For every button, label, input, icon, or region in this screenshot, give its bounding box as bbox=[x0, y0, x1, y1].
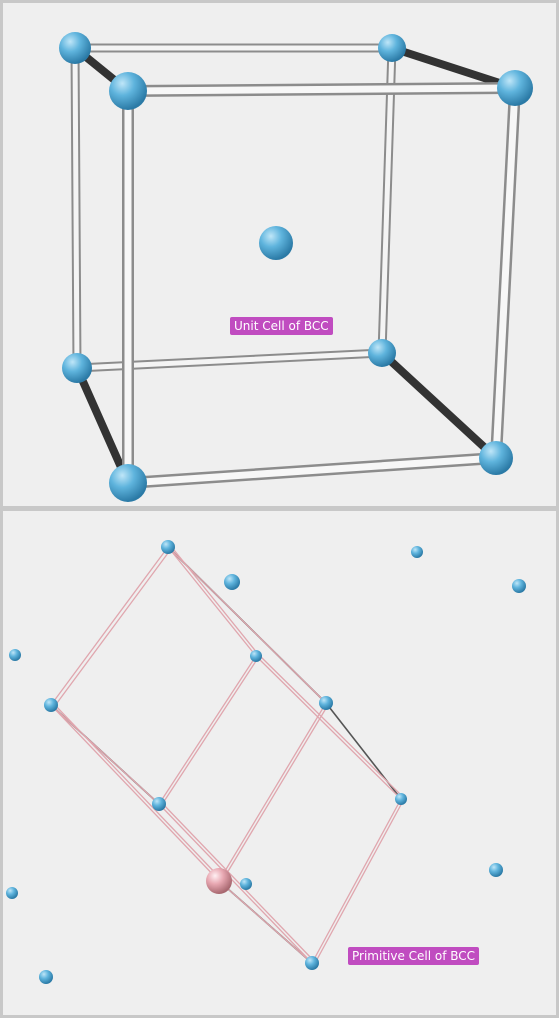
cell-edge bbox=[50, 704, 220, 882]
atom-front-bottom-left[interactable] bbox=[109, 464, 147, 502]
lattice-atom[interactable] bbox=[224, 574, 240, 590]
cell-edge bbox=[255, 655, 402, 800]
atom-front-top-left[interactable] bbox=[109, 72, 147, 110]
cell-atom-left[interactable] bbox=[44, 698, 58, 712]
cell-atom-top[interactable] bbox=[161, 540, 175, 554]
cell-edge bbox=[158, 655, 257, 805]
atom-back-top-right[interactable] bbox=[378, 34, 406, 62]
primitive-cell-diagram bbox=[6, 540, 526, 984]
atom-front-bottom-right[interactable] bbox=[479, 441, 513, 475]
cell-edge bbox=[218, 702, 327, 882]
atom-back-top-left[interactable] bbox=[59, 32, 91, 64]
lattice-atom[interactable] bbox=[9, 649, 21, 661]
atom-back-bottom-right[interactable] bbox=[368, 339, 396, 367]
cell-atom-center-back[interactable] bbox=[250, 650, 262, 662]
origin-atom[interactable] bbox=[206, 868, 232, 894]
lattice-atom[interactable] bbox=[411, 546, 423, 558]
cell-edge bbox=[50, 704, 160, 805]
cell-edge bbox=[167, 546, 327, 704]
unit-cell-diagram bbox=[59, 32, 533, 502]
cell-edge bbox=[218, 880, 313, 964]
cell-edge bbox=[50, 546, 169, 706]
cell-atom-bottom[interactable] bbox=[305, 956, 319, 970]
primitive-cell-panel[interactable]: Primitive Cell of BCC bbox=[3, 511, 556, 1015]
unit-cell-label: Unit Cell of BCC bbox=[230, 317, 333, 335]
bond-dark-top-right bbox=[388, 44, 519, 92]
lattice-atom[interactable] bbox=[39, 970, 53, 984]
cell-atom-near-origin[interactable] bbox=[240, 878, 252, 890]
atom-back-bottom-left[interactable] bbox=[62, 353, 92, 383]
cell-edge bbox=[158, 803, 313, 964]
primitive-cell-label: Primitive Cell of BCC bbox=[348, 947, 480, 965]
bond-dark-bottom-left bbox=[73, 364, 132, 487]
atom-front-top-right[interactable] bbox=[497, 70, 533, 106]
lattice-atom[interactable] bbox=[512, 579, 526, 593]
lattice-atom[interactable] bbox=[489, 863, 503, 877]
cell-atom-inner[interactable] bbox=[152, 797, 166, 811]
cell-atom-right[interactable] bbox=[395, 793, 407, 805]
cell-edge bbox=[311, 798, 402, 964]
atom-body-center[interactable] bbox=[259, 226, 293, 260]
cell-edge bbox=[167, 546, 257, 657]
lattice-atom[interactable] bbox=[6, 887, 18, 899]
cell-atom-right-upper[interactable] bbox=[319, 696, 333, 710]
unit-cell-panel[interactable]: Unit Cell of BCC bbox=[3, 3, 556, 506]
bond-dark-bottom-right bbox=[378, 349, 500, 462]
